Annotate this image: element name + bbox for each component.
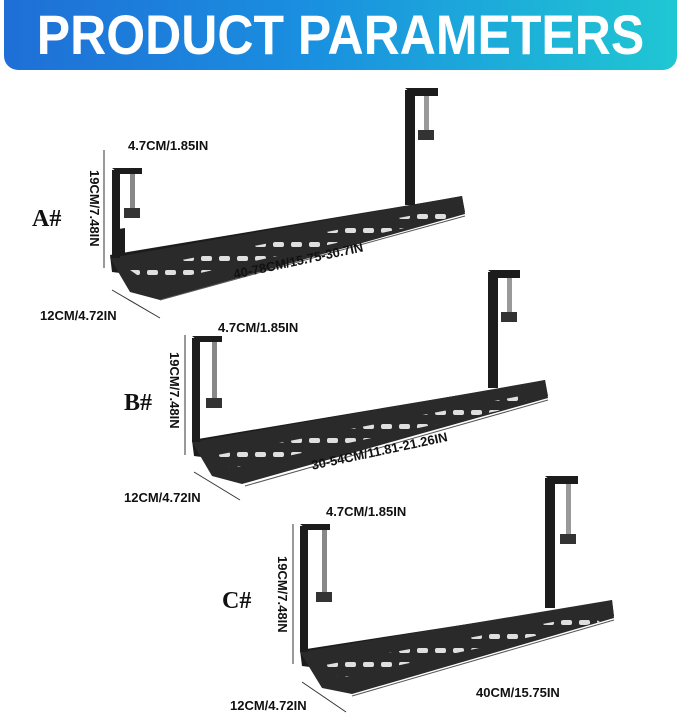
product-c-height-label: 19CM/7.48IN [275,556,290,633]
product-c-length-label: 40CM/15.75IN [476,685,560,700]
product-c-code: C# [222,588,252,614]
product-b-height-label: 19CM/7.48IN [167,352,182,429]
title-banner: PRODUCT PARAMETERS [4,0,677,70]
tray-b-illustration [184,270,549,501]
product-b-clamp-label: 4.7CM/1.85IN [218,320,299,335]
product-a-height-label: 19CM/7.48IN [87,170,102,247]
product-c-clamp-label: 4.7CM/1.85IN [326,504,407,519]
product-b-code: B# [124,390,153,416]
product-a-depth-label: 12CM/4.72IN [40,308,117,323]
product-a-code: A# [32,206,62,232]
tray-c-illustration [292,476,615,713]
page-title: PRODUCT PARAMETERS [36,3,645,67]
product-a-clamp-label: 4.7CM/1.85IN [128,138,209,153]
tray-a-illustration [103,88,466,319]
product-b-depth-label: 12CM/4.72IN [124,490,201,505]
product-c-depth-label: 12CM/4.72IN [230,698,307,713]
